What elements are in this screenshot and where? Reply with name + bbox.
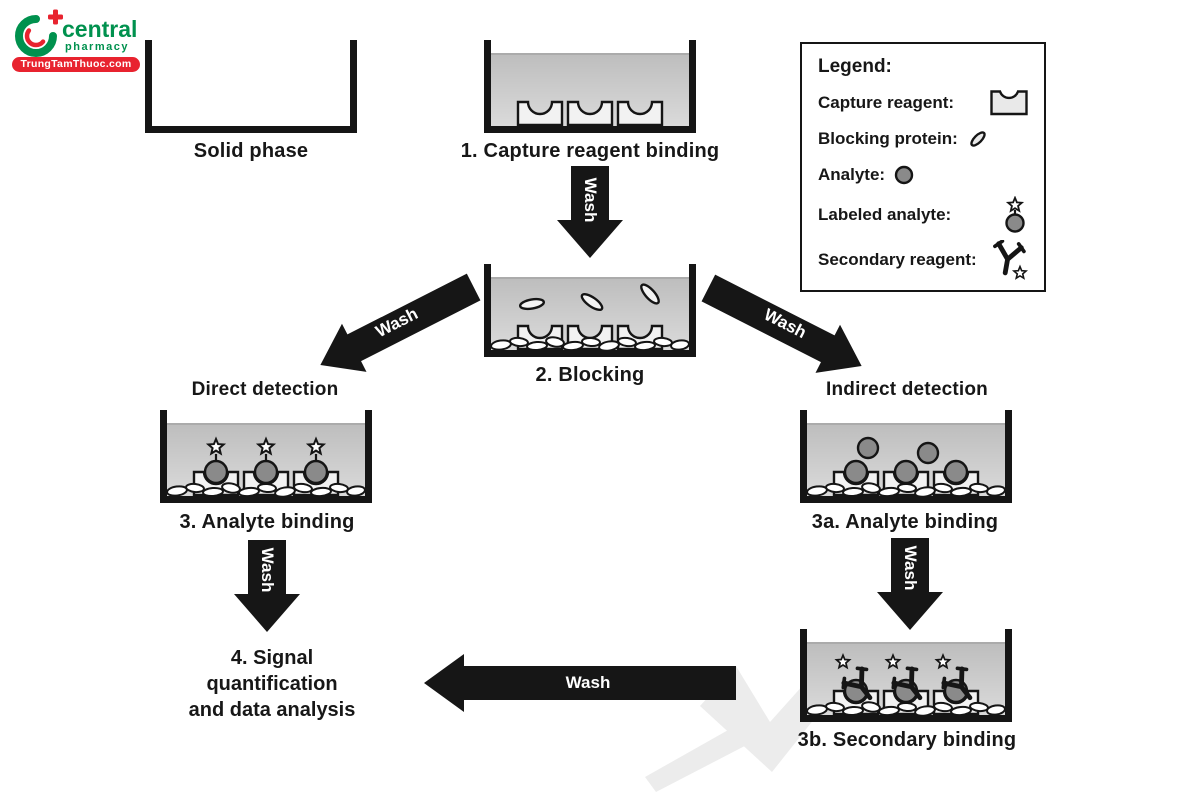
wash-arrow-diagonal-right xyxy=(701,274,862,373)
legend-label: Blocking protein: xyxy=(818,129,958,148)
legend-label: Analyte: xyxy=(818,165,886,184)
wash-label-horizontal: Wash xyxy=(565,673,611,692)
logo-brand: central xyxy=(62,16,138,42)
wash-arrow-down-1 xyxy=(557,166,623,258)
label-step1: 1. Capture reagent binding xyxy=(460,140,720,162)
legend-item-analyte: Analyte: xyxy=(818,160,1028,190)
legend-label: Labeled analyte: xyxy=(818,205,952,224)
secondary-reagent-icon xyxy=(990,240,1028,280)
well-analyte-binding-indirect xyxy=(804,410,1009,500)
label-step4: 4. Signal quantification and data analys… xyxy=(189,645,356,723)
wash-arrow-down-3a xyxy=(877,538,943,630)
logo-banner: TrungTamThuoc.com xyxy=(12,57,140,72)
well-capture-reagent-binding xyxy=(488,40,693,130)
wash-arrow-diagonal-left xyxy=(320,273,481,372)
logo-c-icon xyxy=(15,9,63,57)
label-indirect-detection: Indirect detection xyxy=(826,379,988,400)
label-step4-line2: quantification xyxy=(206,673,338,695)
legend-label: Secondary reagent: xyxy=(818,250,977,269)
legend-box: Legend: Capture reagent: Blocking protei… xyxy=(800,42,1046,292)
wash-label-3a: Wash xyxy=(901,545,920,591)
label-direct-detection: Direct detection xyxy=(191,379,339,400)
well-blocking xyxy=(488,264,693,354)
legend-item-blocking-protein: Blocking protein: xyxy=(818,124,1028,154)
wash-label-1: Wash xyxy=(581,177,600,223)
wash-arrow-left xyxy=(424,654,736,712)
blocking-protein-icon xyxy=(518,283,660,312)
capture-reagent-icon xyxy=(990,90,1028,116)
label-step2: 2. Blocking xyxy=(535,364,645,386)
well-solid-phase xyxy=(149,40,354,130)
wash-label-3: Wash xyxy=(258,547,277,593)
well-analyte-binding-direct xyxy=(164,410,369,500)
wash-arrow-down-3 xyxy=(234,540,300,632)
blocking-protein-icon xyxy=(966,127,990,151)
label-step4-line1: 4. Signal xyxy=(230,647,314,669)
labeled-analyte-icon xyxy=(203,438,329,485)
labeled-analyte-icon xyxy=(1002,196,1028,234)
well-secondary-binding xyxy=(804,629,1009,719)
analyte-icon xyxy=(843,436,969,485)
legend-title: Legend: xyxy=(818,56,892,77)
legend-label: Capture reagent: xyxy=(818,93,955,112)
label-step4-line3: and data analysis xyxy=(188,699,356,721)
label-solid-phase: Solid phase xyxy=(193,140,309,162)
legend-item-labeled-analyte: Labeled analyte: xyxy=(818,196,1028,234)
pharmacy-logo: central pharmacy TrungTamThuoc.com xyxy=(12,8,144,76)
logo-tagline: pharmacy xyxy=(65,41,129,53)
legend-item-secondary-reagent: Secondary reagent: xyxy=(818,240,1028,280)
legend-item-capture-reagent: Capture reagent: xyxy=(818,88,1028,118)
analyte-icon xyxy=(893,164,915,186)
label-step3a: 3a. Analyte binding xyxy=(811,511,999,533)
label-step3: 3. Analyte binding xyxy=(179,511,355,533)
label-step3b: 3b. Secondary binding xyxy=(797,729,1017,751)
